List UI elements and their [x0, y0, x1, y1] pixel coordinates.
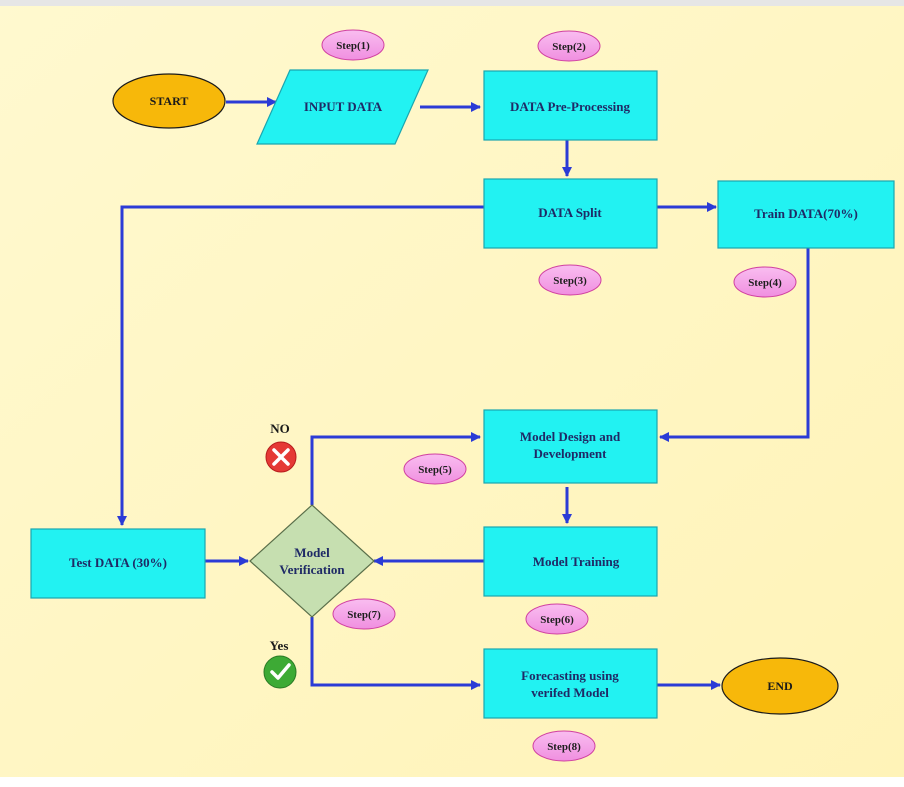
- svg-text:Step(1): Step(1): [336, 40, 370, 52]
- model-design-label-2: Development: [534, 446, 608, 461]
- step-2-badge: Step(2): [537, 30, 601, 62]
- forecast-node: Forecasting using verifed Model: [483, 648, 658, 719]
- bottom-border: [0, 777, 904, 787]
- no-label: NO: [270, 421, 290, 436]
- svg-text:Step(7): Step(7): [347, 609, 381, 621]
- step-badges: Step(1) Step(2) Step(3) Step(4) Step(5) …: [321, 29, 797, 762]
- verification-label-1: Model: [294, 545, 330, 560]
- start-terminal: START: [112, 73, 226, 129]
- top-border: [0, 0, 904, 6]
- forecast-label-2: verifed Model: [531, 685, 609, 700]
- step-5-badge: Step(5): [403, 453, 467, 485]
- model-training-node: Model Training: [483, 526, 658, 597]
- split-node: DATA Split: [483, 178, 658, 249]
- end-label: END: [767, 679, 793, 693]
- test-data-label: Test DATA (30%): [69, 555, 167, 570]
- train-data-node: Train DATA(70%): [717, 180, 895, 249]
- preprocess-label: DATA Pre-Processing: [510, 99, 630, 114]
- svg-text:Step(8): Step(8): [547, 741, 581, 753]
- arrow-verify-yes-to-forecast: [310, 617, 481, 690]
- test-data-node: Test DATA (30%): [30, 528, 206, 599]
- step-6-badge: Step(6): [525, 603, 589, 635]
- start-label: START: [150, 94, 189, 108]
- step-4-badge: Step(4): [733, 266, 797, 298]
- end-terminal: END: [721, 657, 839, 715]
- svg-text:Step(3): Step(3): [553, 275, 587, 287]
- verification-label-2: Verification: [279, 562, 345, 577]
- step-8-badge: Step(8): [532, 730, 596, 762]
- split-label: DATA Split: [538, 205, 602, 220]
- input-data-node: INPUT DATA: [256, 69, 429, 145]
- svg-text:Step(2): Step(2): [552, 41, 586, 53]
- input-data-label: INPUT DATA: [304, 99, 383, 114]
- model-training-label: Model Training: [533, 554, 620, 569]
- connectors: [117, 97, 810, 690]
- arrow-verify-no-to-design: [310, 432, 481, 505]
- svg-text:Step(4): Step(4): [748, 277, 782, 289]
- svg-text:Step(6): Step(6): [540, 614, 574, 626]
- svg-text:Step(5): Step(5): [418, 464, 452, 476]
- model-design-node: Model Design and Development: [483, 409, 658, 484]
- arrow-train-to-design: [659, 248, 810, 442]
- step-3-badge: Step(3): [538, 264, 602, 296]
- step-7-badge: Step(7): [332, 598, 396, 630]
- check-circle-icon: [263, 655, 297, 689]
- train-data-label: Train DATA(70%): [754, 206, 858, 221]
- model-verification-node: Model Verification: [249, 504, 375, 618]
- arrow-split-to-test: [117, 205, 484, 526]
- preprocess-node: DATA Pre-Processing: [483, 70, 658, 141]
- x-circle-icon: [265, 441, 297, 473]
- yes-label: Yes: [270, 638, 289, 653]
- forecast-label-1: Forecasting using: [521, 668, 619, 683]
- model-design-label-1: Model Design and: [520, 429, 621, 444]
- step-1-badge: Step(1): [321, 29, 385, 61]
